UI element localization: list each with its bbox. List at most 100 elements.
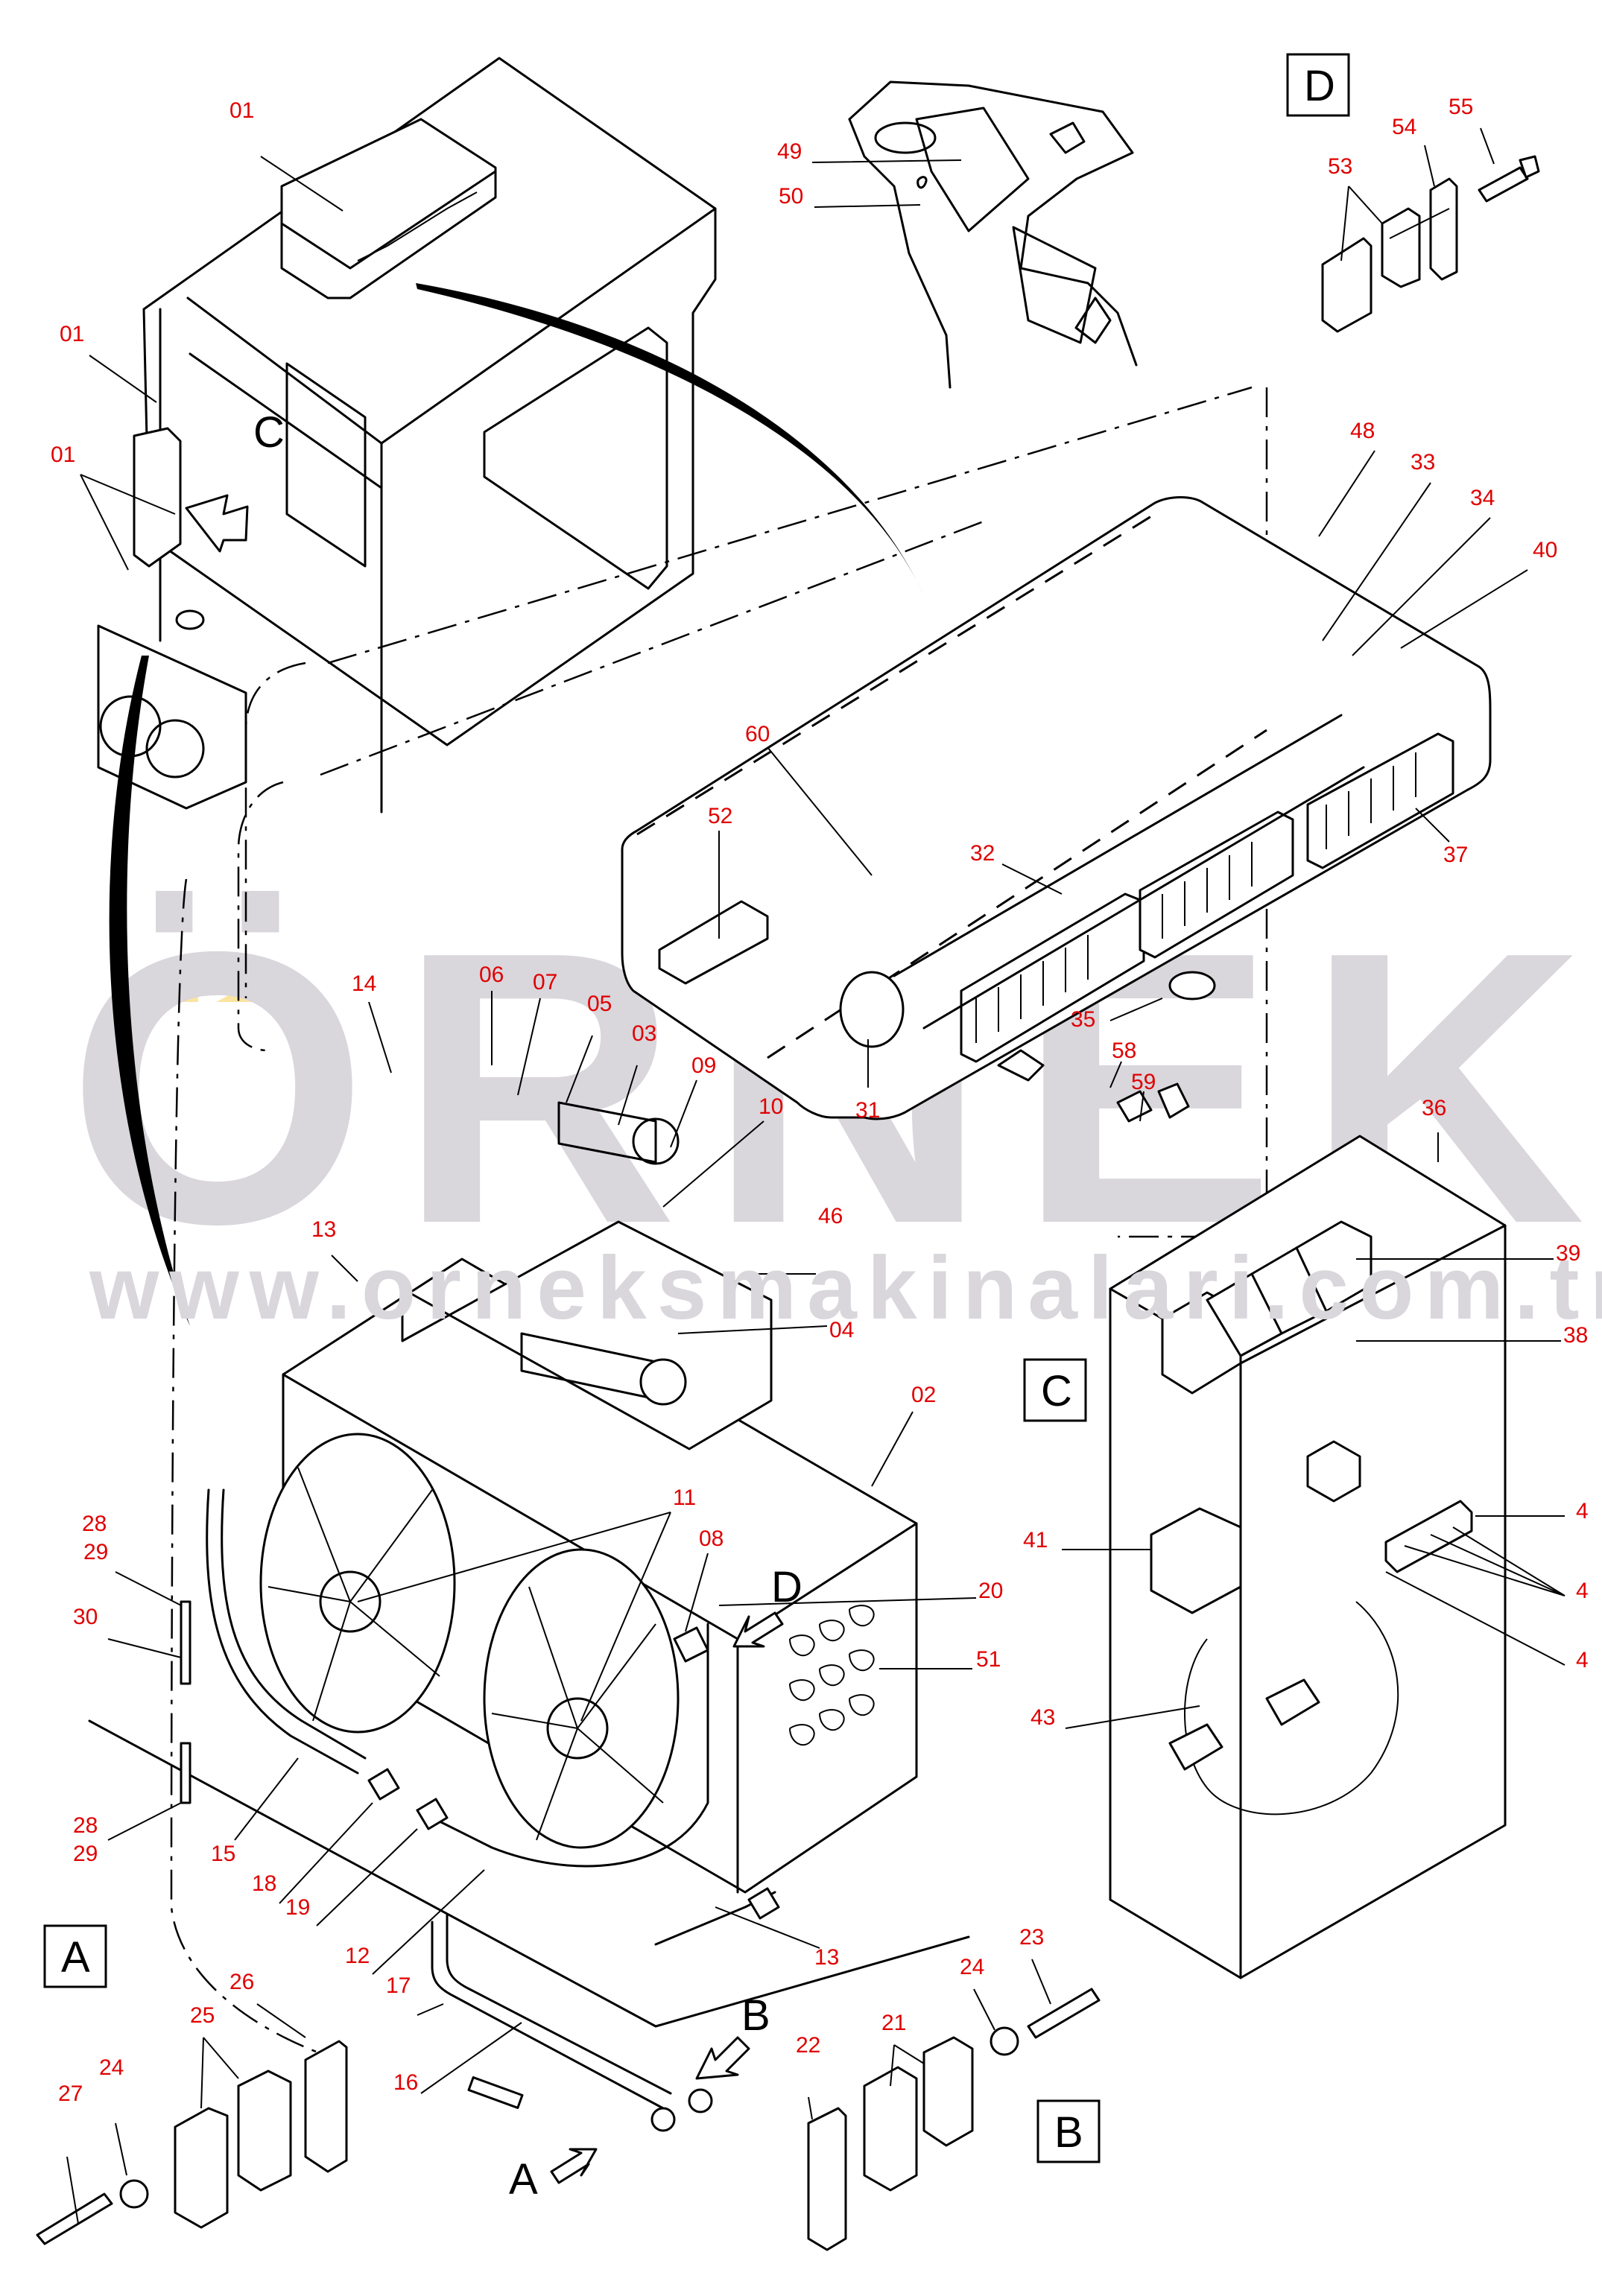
part-label-46: 46: [818, 1204, 843, 1228]
stud-bottom: [467, 2076, 524, 2109]
view-box-d: D: [1286, 53, 1350, 117]
part-label-53: 53: [1328, 154, 1352, 179]
part-label-02: 02: [911, 1383, 936, 1407]
part-label-15: 15: [211, 1842, 235, 1866]
view-arrow-a-letter: A: [509, 2155, 538, 2204]
part-label-51: 51: [976, 1647, 1001, 1672]
part-label-38: 38: [1563, 1323, 1588, 1348]
part-label-4-middle: 4: [1576, 1579, 1589, 1603]
part-label-25: 25: [190, 2003, 215, 2028]
heater-fins: [975, 752, 1416, 1043]
part-label-16: 16: [393, 2070, 418, 2095]
part-label-36: 36: [1422, 1096, 1446, 1120]
view-box-c-letter: C: [1041, 1367, 1072, 1415]
part-label-31: 31: [855, 1098, 880, 1123]
part-label-04: 04: [829, 1318, 854, 1342]
part-label-20: 20: [978, 1579, 1003, 1603]
part-label-35: 35: [1071, 1007, 1095, 1032]
part-label-43: 43: [1030, 1705, 1055, 1730]
detail-a-drawing: [36, 2040, 348, 2245]
part-label-26: 26: [229, 1970, 254, 1994]
detail-b-drawing: [807, 1988, 1101, 2251]
view-a-arrow: [550, 2148, 598, 2184]
detail-d-drawing: [1321, 155, 1540, 333]
part-label-01-roof: 01: [229, 98, 254, 123]
part-label-55: 55: [1449, 95, 1473, 119]
part-label-06: 06: [479, 963, 504, 987]
part-label-03: 03: [632, 1021, 656, 1046]
cab-drawing: [97, 57, 717, 814]
part-label-22: 22: [796, 2033, 820, 2058]
part-label-39: 39: [1556, 1241, 1580, 1266]
part-label-19: 19: [285, 1895, 310, 1920]
view-arrow-c-letter: C: [253, 408, 285, 457]
part-label-33: 33: [1411, 450, 1435, 475]
view-box-d-letter: D: [1304, 62, 1335, 110]
part-label-07: 07: [533, 970, 557, 995]
part-label-34: 34: [1470, 486, 1495, 510]
part-label-32: 32: [970, 841, 995, 866]
part-label-13-top: 13: [311, 1217, 336, 1242]
part-label-09: 09: [691, 1053, 716, 1078]
part-label-41: 41: [1023, 1528, 1048, 1553]
view-box-a-letter: A: [61, 1933, 90, 1982]
part-label-40: 40: [1533, 538, 1557, 562]
part-label-24-left: 24: [99, 2055, 124, 2080]
view-arrow-d-letter: D: [771, 1563, 802, 1611]
part-label-11: 11: [673, 1485, 696, 1510]
part-label-14: 14: [352, 971, 376, 996]
part-label-58: 58: [1112, 1038, 1136, 1063]
view-box-b: B: [1036, 2099, 1101, 2163]
roof-unit: [280, 118, 497, 299]
part-label-05: 05: [587, 992, 612, 1016]
part-label-24-right: 24: [960, 1955, 984, 1979]
part-label-17: 17: [386, 1973, 411, 1998]
cab-to-condenser-curve: [109, 656, 190, 1326]
part-label-50: 50: [779, 184, 803, 209]
part-label-01-panel: 01: [51, 443, 75, 467]
view-box-a: A: [43, 1924, 107, 1988]
leader-lines: [66, 127, 1565, 2224]
console-drawing: [848, 80, 1138, 389]
detail-c-drawing: [1109, 1135, 1507, 1979]
part-label-60: 60: [745, 722, 770, 746]
part-label-01-side: 01: [60, 322, 84, 346]
part-label-23: 23: [1019, 1925, 1044, 1950]
part-label-59: 59: [1131, 1070, 1156, 1094]
part-label-13-bottom: 13: [814, 1945, 839, 1970]
condenser-coils: [789, 1605, 875, 1746]
part-label-4-upper: 4: [1576, 1499, 1589, 1523]
view-box-c: C: [1023, 1358, 1087, 1422]
side-unit: [133, 427, 182, 568]
part-label-52: 52: [708, 804, 732, 828]
heater-unit-drawing: [170, 386, 1492, 2058]
part-label-18: 18: [252, 1871, 276, 1896]
view-d-arrow: [732, 1611, 784, 1648]
part-label-4-lower: 4: [1576, 1648, 1589, 1672]
part-label-54: 54: [1392, 115, 1416, 139]
control-panel: [97, 624, 247, 810]
part-label-28-lower: 28: [73, 1813, 98, 1838]
part-label-29-upper: 29: [83, 1540, 108, 1564]
part-label-10: 10: [759, 1094, 783, 1119]
blower-cap: [839, 971, 905, 1048]
part-label-48: 48: [1350, 419, 1375, 443]
part-label-08: 08: [699, 1526, 724, 1551]
view-arrow-b-letter: B: [741, 1991, 770, 2040]
fan-blades: [267, 1467, 664, 1841]
part-label-21: 21: [881, 2011, 906, 2035]
part-label-30: 30: [73, 1605, 98, 1629]
part-label-12: 12: [345, 1944, 370, 1968]
view-b-arrow: [695, 2036, 750, 2080]
condenser-drawing: [88, 1101, 970, 2132]
view-box-b-letter: B: [1054, 2108, 1083, 2157]
part-label-27: 27: [58, 2081, 83, 2106]
filter-canister: [557, 1101, 657, 1164]
view-c-arrow: [185, 494, 249, 553]
part-label-37: 37: [1443, 843, 1468, 867]
part-label-49: 49: [777, 139, 802, 164]
part-label-29-lower: 29: [73, 1842, 98, 1866]
part-labels: 01 01 01 49 50 53 54 55 48 33 34 40 60 5…: [51, 95, 1589, 2106]
part-label-28-upper: 28: [82, 1512, 107, 1536]
